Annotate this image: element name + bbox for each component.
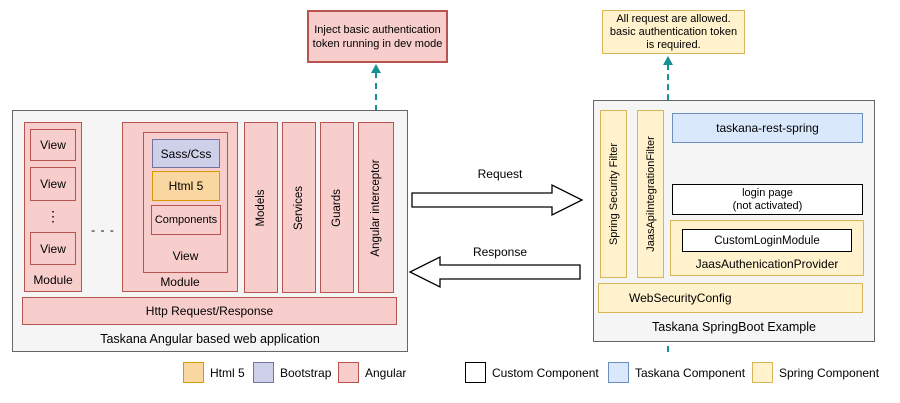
- angular-app-title: Taskana Angular based web application: [100, 332, 320, 346]
- models-label: Models: [255, 188, 267, 227]
- springboot-title: Taskana SpringBoot Example: [652, 320, 816, 334]
- models-column: Models: [244, 122, 278, 293]
- legend-taskana-label: Taskana Component: [635, 365, 746, 380]
- spring-note: All request are allowed. basic authentic…: [602, 10, 745, 54]
- jaas-api-integration-filter-column: JaasApiIntegrationFilter: [637, 110, 664, 278]
- legend-bootstrap-label: Bootstrap: [280, 365, 332, 380]
- angular-interceptor-label: Angular interceptor: [370, 158, 382, 257]
- legend-taskana: Taskana Component: [608, 362, 745, 383]
- request-arrow-icon: [411, 183, 584, 217]
- login-page-box: login page (not activated): [672, 184, 863, 215]
- spring-security-filter-column: Spring Security Filter: [600, 110, 627, 278]
- custom-swatch-icon: [465, 362, 486, 383]
- modules-ellipsis: - - -: [91, 223, 115, 237]
- module2-view-label: View: [172, 249, 199, 263]
- module1-label: Module: [33, 273, 73, 287]
- components-box: Components: [151, 205, 221, 235]
- module1-view3-box: View: [30, 232, 76, 265]
- services-column: Services: [282, 122, 316, 293]
- module1-ellipsis: ⋮: [46, 207, 60, 224]
- login-page-line1: login page: [742, 186, 793, 199]
- taskana-swatch-icon: [608, 362, 629, 383]
- http-request-response-bar: Http Request/Response: [22, 297, 397, 325]
- response-arrow-icon: [408, 255, 581, 289]
- angular-interceptor-column: Angular interceptor: [358, 122, 394, 293]
- legend-html5-label: Html 5: [210, 365, 245, 380]
- angular-note: Inject basic authentication token runnin…: [307, 10, 448, 63]
- legend-spring: Spring Component: [752, 362, 879, 383]
- taskana-rest-spring-box: taskana-rest-spring: [672, 113, 863, 143]
- sass-css-box: Sass/Css: [152, 139, 220, 168]
- guards-column: Guards: [320, 122, 354, 293]
- custom-login-module-box: CustomLoginModule: [682, 229, 852, 252]
- legend-html5: Html 5: [183, 362, 245, 383]
- module2-label: Module: [160, 275, 200, 289]
- legend-angular-label: Angular: [365, 365, 407, 380]
- login-page-line2: (not activated): [732, 199, 803, 212]
- legend-bootstrap: Bootstrap: [253, 362, 331, 383]
- spring-swatch-icon: [752, 362, 773, 383]
- bootstrap-swatch-icon: [253, 362, 274, 383]
- module1-view1-box: View: [30, 129, 76, 161]
- module1-view2-box: View: [30, 167, 76, 201]
- legend-custom-label: Custom Component: [492, 365, 599, 380]
- request-response-arrows: [408, 183, 584, 289]
- guards-label: Guards: [331, 188, 343, 227]
- note-connector-line: [375, 72, 377, 122]
- web-security-config-label: WebSecurityConfig: [629, 291, 732, 305]
- note-arrowhead-icon: [371, 64, 381, 73]
- request-label: Request: [477, 167, 523, 181]
- services-label: Services: [293, 185, 305, 230]
- spring-note-arrowhead-icon: [663, 56, 673, 65]
- legend-spring-label: Spring Component: [779, 365, 880, 380]
- legend-custom: Custom Component: [465, 362, 599, 383]
- jaas-api-integration-filter-label: JaasApiIntegrationFilter: [644, 136, 657, 252]
- legend-angular: Angular: [338, 362, 406, 383]
- response-label: Response: [472, 245, 528, 259]
- web-security-config-box: WebSecurityConfig: [598, 283, 863, 313]
- login-page-text: login page (not activated): [673, 185, 862, 214]
- html5-box: Html 5: [152, 171, 220, 201]
- jaas-authentication-provider-label: JaasAuthenicationProvider: [695, 257, 839, 271]
- spring-security-filter-label: Spring Security Filter: [607, 142, 620, 246]
- angular-swatch-icon: [338, 362, 359, 383]
- html5-swatch-icon: [183, 362, 204, 383]
